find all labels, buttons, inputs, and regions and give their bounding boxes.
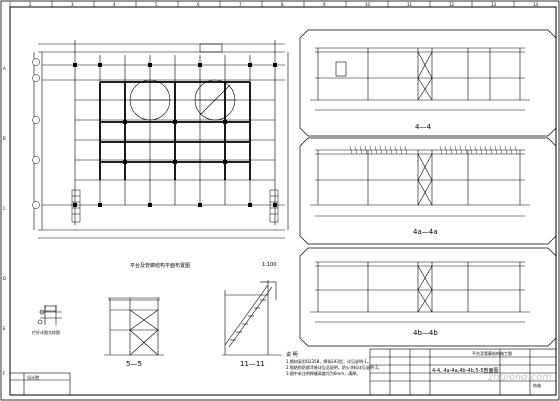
section-5-drawing [104, 297, 164, 356]
elevation-panels [299, 29, 557, 347]
plan-columns [73, 63, 277, 207]
plan-tanks [129, 43, 236, 121]
note-line: 3.图中未注明焊缝高度均为6mm，满焊。 [286, 371, 361, 376]
notes-title: 说 明 [286, 352, 298, 358]
elevation-4b-4b-title: 4b—4b [413, 329, 438, 337]
ruler-num: 11 [407, 2, 413, 7]
railing-detail [37, 305, 62, 325]
ruler-num: 5 [155, 2, 158, 7]
elevation-4a-4a-title: 4a—4a [413, 228, 438, 236]
plan-axis-bubbles [32, 58, 40, 209]
ruler-num: 13 [491, 2, 497, 7]
ruler-num: 7 [239, 2, 242, 7]
plan-title: 平台及管廊结构平面布置图 [130, 263, 191, 269]
ruler-num: 2 [29, 2, 32, 7]
ruler-letter: E [3, 326, 6, 331]
ruler-num: 3 [71, 2, 74, 7]
ruler-letter: F [3, 371, 6, 376]
ruler-num: 4 [113, 2, 116, 7]
elevation-4b-4b-drawing [310, 261, 530, 323]
ruler-letter: C [3, 206, 6, 211]
note-line: 1.钢材采用Q235B，焊条E43型，详见说明-1。 [286, 359, 371, 364]
elevation-4-4-drawing [310, 47, 530, 111]
section-11-title: 11—11 [240, 360, 265, 368]
ruler-num: 10 [365, 2, 371, 7]
ruler-num: 9 [323, 2, 326, 7]
plan-stairs [71, 189, 279, 223]
bottom-left-block [9, 372, 71, 396]
elevation-4a-4a-drawing [310, 149, 530, 217]
watermark: zhulong.com [488, 372, 553, 383]
plan-beams [99, 81, 251, 180]
project-name: 平台及管廊结构施工图 [472, 351, 512, 356]
ruler-num: 6 [197, 2, 200, 7]
ruler-num: 14 [533, 2, 539, 7]
ruler-letter: A [3, 66, 6, 71]
ruler-num: 8 [281, 2, 284, 7]
top-ruler [9, 1, 515, 7]
section-5-title: 5—5 [126, 360, 142, 368]
notes-block: 说 明 1.钢材采用Q235B，焊条E43型，详见说明-1。 2.钢结构防腐涂装… [286, 352, 382, 377]
sheet-label: 结施 [533, 383, 541, 388]
ruler-letter: D [3, 276, 6, 281]
title-block [369, 348, 557, 396]
section-11-drawing [222, 280, 282, 356]
detail-title: 栏杆详图大样图 [32, 330, 60, 335]
company-name: 设计院 [27, 375, 39, 380]
ruler-num: 12 [449, 2, 455, 7]
elevation-4a-hatch [349, 145, 518, 155]
plan-scale: 1:100 [262, 262, 277, 268]
ruler-letter: B [3, 136, 6, 141]
elevation-4-4-title: 4—4 [415, 123, 431, 131]
note-line: 2.钢结构防腐涂装详见总说明，防火涂料详见说明-2。 [286, 365, 382, 370]
drawing-name: 4-4, 4a-4a,4b-4b,5-5剖面图 [432, 368, 499, 374]
